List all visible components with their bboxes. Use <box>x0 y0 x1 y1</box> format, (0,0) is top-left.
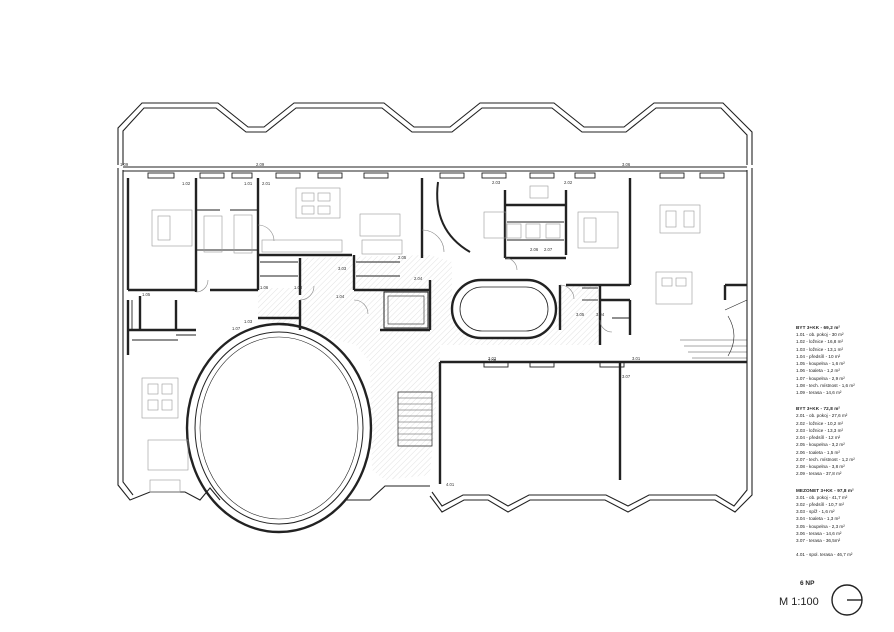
apartment-3-heading: MEZONET 3+KK - 97,8 m² <box>796 487 854 493</box>
room-label-1-02: 1.02 <box>182 181 191 186</box>
room-label-1-09: 1.09 <box>120 162 129 167</box>
room-label-4-01: 4.01 <box>446 482 455 487</box>
room-2-01-entry: 2.01 - ob. pokoj - 27,6 m² <box>796 413 848 419</box>
room-1-02-entry: 1.02 - ložnice - 16,8 m² <box>796 339 843 345</box>
room-3-04-entry: 3.04 - toaleta - 1,3 m² <box>796 516 840 522</box>
room-3-06-entry: 3.06 - terasa - 14,6 m² <box>796 530 842 536</box>
room-label-1-07: 1.07 <box>232 326 241 331</box>
room-schedule-legend: BYT 3+KK - 69,2 m² 1.01 - ob. pokoj - 30… <box>796 324 892 558</box>
room-1-05-entry: 1.05 - koupelna - 1,6 m² <box>796 361 845 366</box>
room-label-2-05: 2.05 <box>398 255 407 260</box>
windows <box>147 172 725 368</box>
apartment-1-heading: BYT 3+KK - 69,2 m² <box>796 325 841 330</box>
room-label-1-04: 1.04 <box>336 294 345 299</box>
room-2-07-entry: 2.07 - tech. místnost - 1,2 m² <box>796 456 855 462</box>
north-arrow-icon <box>831 584 863 616</box>
room-label-2-06: 2.06 <box>530 247 539 252</box>
room-label-2-09: 2.09 <box>256 162 265 167</box>
room-label-3-04: 3.04 <box>596 312 605 317</box>
room-label-1-01: 1.01 <box>244 181 253 186</box>
room-label-3-06: 3.06 <box>622 162 631 167</box>
room-label-3-02: 3.02 <box>488 356 497 361</box>
room-2-04-entry: 2.04 - předsíň - 12 m² <box>796 435 841 440</box>
room-label-3-03: 3.03 <box>338 266 347 271</box>
room-2-05-entry: 2.05 - koupelna - 3,2 m² <box>796 442 845 448</box>
room-2-08-entry: 2.08 - koupelna - 3,8 m² <box>796 464 845 469</box>
room-label-3-05: 3.05 <box>576 312 585 317</box>
room-1-06-entry: 1.06 - toaleta - 1,2 m² <box>796 368 840 374</box>
stair-and-shaft <box>383 291 748 447</box>
common-terrace-entry: 4.01 - spol. terasa - 46,7 m² <box>796 552 853 558</box>
partitions <box>131 209 630 341</box>
room-label-3-07: 3.07 <box>622 374 631 379</box>
room-2-06-entry: 2.06 - toaleta - 1,5 m² <box>796 449 840 455</box>
room-3-03-entry: 3.03 - spíž - 1,6 m² <box>796 509 835 514</box>
room-labels: 1.09 1.02 1.01 1.05 1.07 1.03 1.04 1.06 … <box>120 162 641 487</box>
door-swings <box>195 224 613 333</box>
floor-label: 6 NP <box>800 580 815 587</box>
room-label-2-03: 2.03 <box>492 180 501 185</box>
interior-walls <box>126 178 747 484</box>
room-label-2-04: 2.04 <box>414 276 423 281</box>
room-2-09-entry: 2.09 - terasa - 37,8 m² <box>796 471 842 477</box>
room-2-02-entry: 2.02 - ložnice - 10,2 m² <box>796 420 843 426</box>
room-label-2-02: 2.02 <box>564 180 573 185</box>
lift-capsule <box>450 278 558 340</box>
apartment-2-heading: BYT 3+KK - 72,8 m² <box>796 406 841 412</box>
curved-hall-wall <box>436 181 471 253</box>
room-label-2-08: 2.08 <box>488 358 497 363</box>
room-2-03-entry: 2.03 - ložnice - 13,3 m² <box>796 427 843 433</box>
apartment-1-schedule: BYT 3+KK - 69,2 m² 1.01 - ob. pokoj - 30… <box>796 324 892 396</box>
scale-label: M 1:100 <box>779 596 819 608</box>
room-1-03-entry: 1.03 - ložnice - 13,1 m² <box>796 346 843 352</box>
apartment-2-schedule: BYT 3+KK - 72,8 m² 2.01 - ob. pokoj - 27… <box>796 405 892 477</box>
room-label-3-01: 3.01 <box>632 356 641 361</box>
room-1-04-entry: 1.04 - předsíň - 10 m² <box>796 353 841 359</box>
room-1-08-entry: 1.08 - tech. místnost - 1,6 m² <box>796 382 855 388</box>
room-3-05-entry: 3.05 - koupelna - 2,3 m² <box>796 523 845 529</box>
room-3-02-entry: 3.02 - předsíň - 10,7 m² <box>796 501 845 507</box>
room-label-1-06: 1.06 <box>260 285 269 290</box>
room-label-1-08: 1.08 <box>294 285 303 290</box>
furniture <box>141 185 701 493</box>
oval-atrium <box>185 322 373 534</box>
room-3-07-entry: 3.07 - terasa - 36,5m² <box>796 538 841 543</box>
room-label-2-01: 2.01 <box>262 181 271 186</box>
apartment-3-schedule: MEZONET 3+KK - 97,8 m² 3.01 - ob. pokoj … <box>796 487 892 545</box>
room-1-09-entry: 1.09 - terasa - 14,6 m² <box>796 390 842 395</box>
room-label-2-07: 2.07 <box>544 247 553 252</box>
room-3-01-entry: 3.01 - ob. pokoj - 41,7 m² <box>796 494 848 500</box>
room-1-01-entry: 1.01 - ob. pokoj - 30 m² <box>796 332 844 337</box>
room-1-07-entry: 1.07 - koupelna - 2,9 m² <box>796 375 845 381</box>
room-label-1-03: 1.03 <box>244 319 253 324</box>
room-label-1-05: 1.05 <box>142 292 151 297</box>
